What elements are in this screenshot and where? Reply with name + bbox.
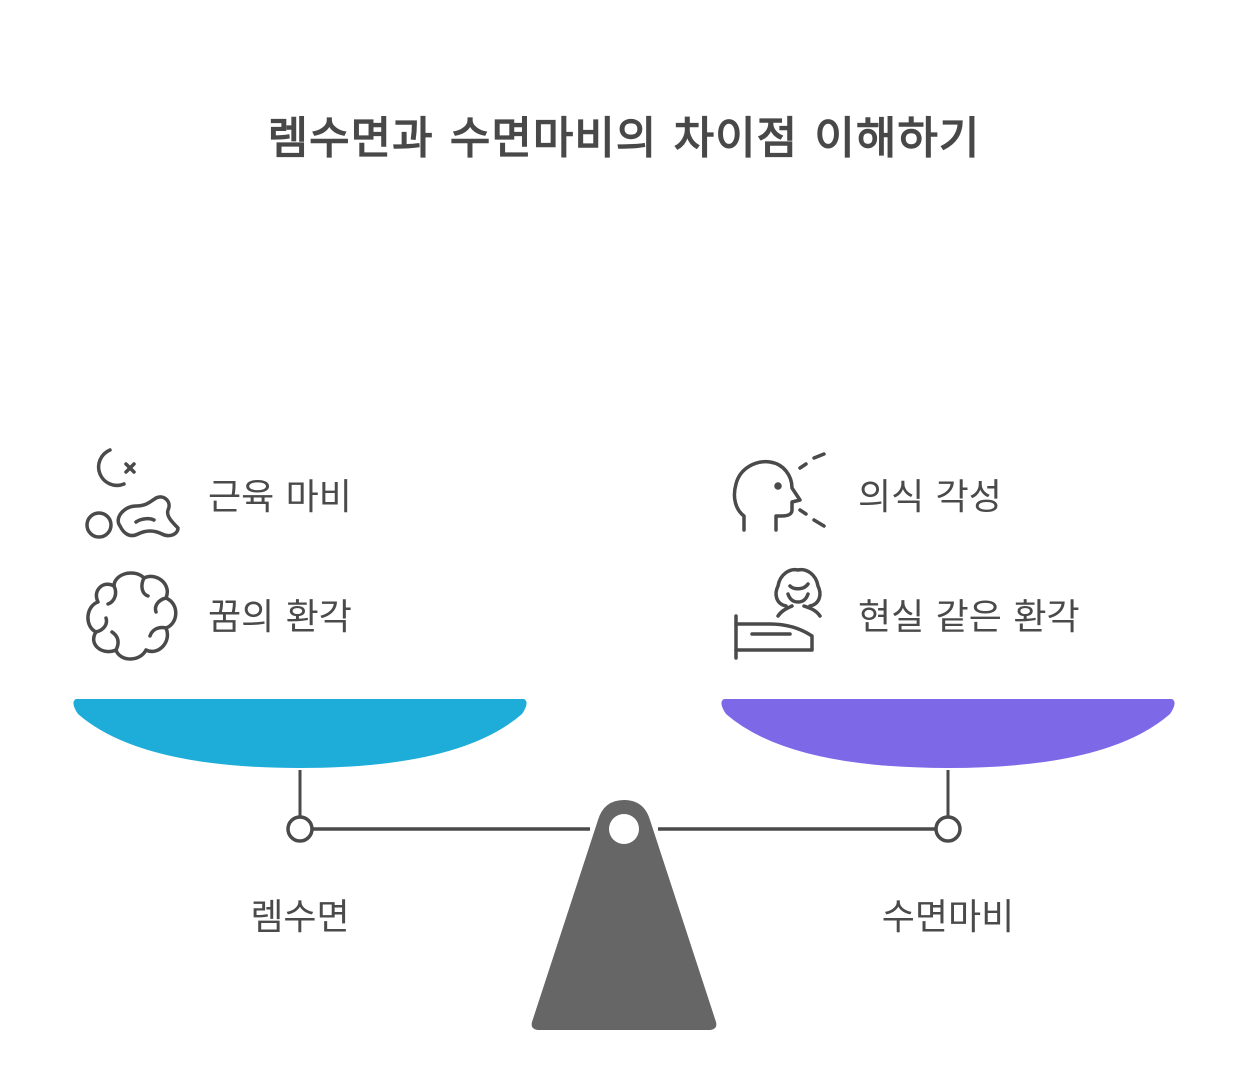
diagram-title: 렘수면과 수면마비의 차이점 이해하기: [267, 113, 981, 164]
left-item-1-label: 근육 마비: [208, 477, 352, 518]
left-item-2-label: 꿈의 환각: [208, 597, 352, 638]
person-in-bed-icon: [734, 567, 822, 660]
paralysis-icon: [85, 448, 180, 539]
left-side-label: 렘수면: [250, 897, 350, 938]
fulcrum-pivot: [609, 814, 639, 844]
left-joint: [286, 815, 314, 843]
fulcrum: [531, 800, 717, 1030]
awake-head-icon: [732, 452, 826, 532]
right-side-label: 수면마비: [881, 897, 1015, 938]
right-joint: [934, 815, 962, 843]
right-pan: [721, 699, 1175, 768]
right-item-2-label: 현실 같은 환각: [858, 597, 1080, 638]
right-item-1-label: 의식 각성: [858, 477, 1002, 518]
dream-cloud-icon: [86, 571, 178, 661]
left-pan: [73, 699, 527, 768]
